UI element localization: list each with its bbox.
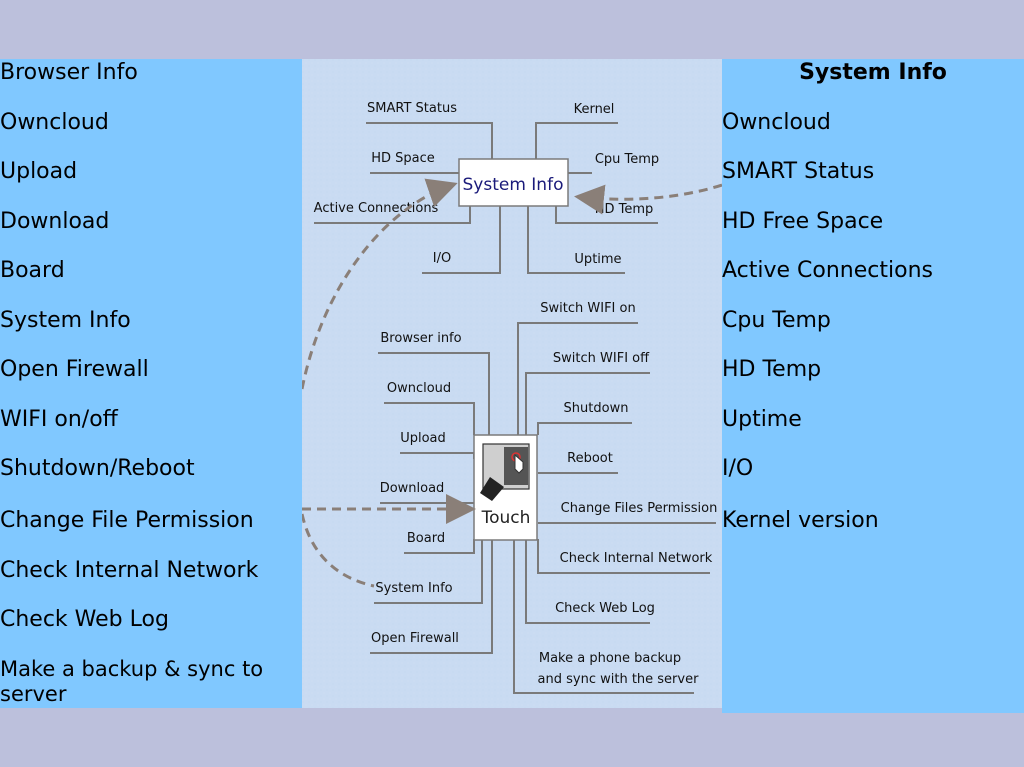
left-menu-item-check-web-log[interactable]: Check Web Log bbox=[0, 607, 169, 632]
left-menu-item-backup-sync[interactable]: Make a backup & sync to server bbox=[0, 657, 264, 706]
touch-right-label-2: Shutdown bbox=[564, 401, 629, 416]
touch-left-label-0: Browser info bbox=[380, 331, 461, 346]
touch-left-label-3: Download bbox=[380, 481, 445, 496]
touch-right-label-3: Reboot bbox=[567, 451, 613, 466]
right-menu-item-hd-free-space[interactable]: HD Free Space bbox=[722, 209, 884, 234]
sysinfo-right-label-0: Kernel bbox=[574, 102, 615, 117]
touch-left-label-5: System Info bbox=[375, 581, 452, 596]
left-menu-item-system-info[interactable]: System Info bbox=[0, 308, 131, 333]
touch-node-label: Touch bbox=[481, 508, 531, 528]
left-menu-item-shutdown-reboot[interactable]: Shutdown/Reboot bbox=[0, 456, 195, 481]
touch-right-label-7a: Make a phone backup bbox=[539, 651, 681, 666]
touch-right-label-7b: and sync with the server bbox=[538, 672, 700, 687]
right-menu-title: System Info bbox=[799, 60, 947, 85]
left-menu-item-open-firewall[interactable]: Open Firewall bbox=[0, 357, 149, 382]
touch-right-label-5: Check Internal Network bbox=[560, 551, 713, 566]
touch-right-label-4: Change Files Permission bbox=[561, 501, 718, 516]
right-menu-item-cpu-temp[interactable]: Cpu Temp bbox=[722, 308, 831, 333]
left-menu-item-owncloud[interactable]: Owncloud bbox=[0, 110, 109, 135]
arrow-left-to-system-info-leaf bbox=[300, 513, 375, 588]
sysinfo-right-label-1: Cpu Temp bbox=[595, 152, 659, 167]
right-menu-item-uptime[interactable]: Uptime bbox=[722, 407, 802, 432]
right-menu-item-smart-status[interactable]: SMART Status bbox=[722, 159, 875, 184]
sysinfo-right-label-3: Uptime bbox=[574, 252, 621, 267]
right-menu-item-hd-temp[interactable]: HD Temp bbox=[722, 357, 822, 382]
left-menu-panel: Browser Info Owncloud Upload Download Bo… bbox=[0, 59, 302, 708]
left-menu-item-check-internal-network[interactable]: Check Internal Network bbox=[0, 558, 259, 583]
mind-map-diagram: System Info SMART Status HD Space Active… bbox=[300, 59, 723, 708]
left-menu-item-upload[interactable]: Upload bbox=[0, 159, 78, 184]
touch-connectors bbox=[370, 322, 716, 694]
touch-right-label-0: Switch WIFI on bbox=[540, 301, 635, 316]
arrow-right-to-sysinfo bbox=[574, 183, 723, 215]
sysinfo-left-label-2: Active Connections bbox=[314, 201, 439, 216]
touch-left-label-1: Owncloud bbox=[387, 381, 451, 396]
touch-right-label-6: Check Web Log bbox=[555, 601, 655, 616]
arrow-left-to-sysinfo bbox=[300, 178, 458, 390]
sysinfo-left-label-0: SMART Status bbox=[367, 101, 457, 116]
right-menu-panel: System Info Owncloud SMART Status HD Fre… bbox=[722, 59, 1024, 713]
left-menu-item-board[interactable]: Board bbox=[0, 258, 65, 283]
left-menu-item-download[interactable]: Download bbox=[0, 209, 110, 234]
sysinfo-left-label-1: HD Space bbox=[371, 151, 435, 166]
sysinfo-node-box bbox=[458, 158, 569, 207]
touch-left-label-6: Open Firewall bbox=[371, 631, 459, 646]
right-menu-item-active-connections[interactable]: Active Connections bbox=[722, 258, 933, 283]
left-menu-item-wifi[interactable]: WIFI on/off bbox=[0, 407, 118, 432]
sysinfo-left-label-3: I/O bbox=[433, 251, 451, 266]
right-menu-item-io[interactable]: I/O bbox=[722, 456, 754, 481]
touch-right-label-1: Switch WIFI off bbox=[553, 351, 650, 366]
sysinfo-right-label-2: HD Temp bbox=[595, 202, 654, 217]
sysinfo-node-label: System Info bbox=[463, 175, 564, 195]
touch-left-label-2: Upload bbox=[400, 431, 446, 446]
left-menu-item-browser-info[interactable]: Browser Info bbox=[0, 60, 138, 85]
right-menu-item-owncloud[interactable]: Owncloud bbox=[722, 110, 831, 135]
mind-map-svg: System Info SMART Status HD Space Active… bbox=[300, 59, 723, 708]
touch-hand-icon bbox=[480, 443, 530, 501]
left-menu-item-change-file-permission[interactable]: Change File Permission bbox=[0, 508, 254, 533]
touch-left-label-4: Board bbox=[407, 531, 445, 546]
right-menu-item-kernel-version[interactable]: Kernel version bbox=[722, 508, 879, 533]
dashed-arrows bbox=[300, 178, 723, 588]
